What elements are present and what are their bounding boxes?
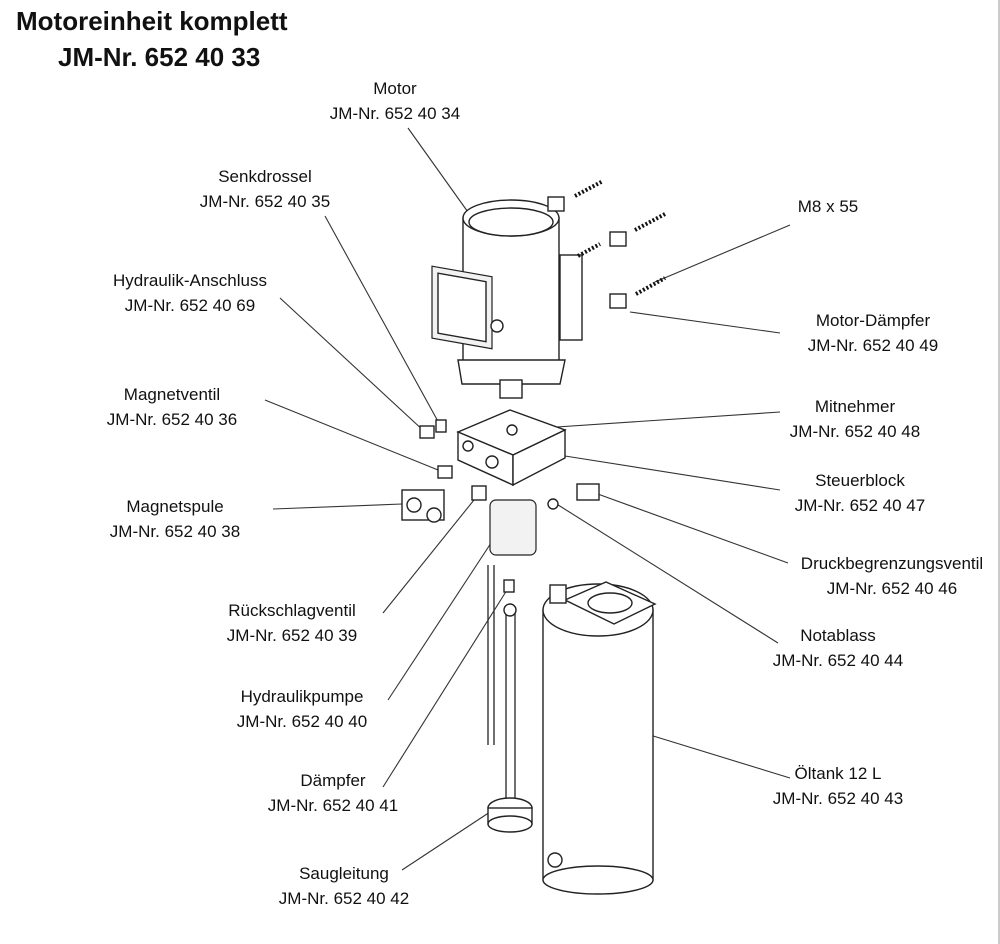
part-name: Notablass [800,626,876,645]
label-mitnehmer: Mitnehmer JM-Nr. 652 40 48 [790,394,920,444]
motor-part [431,199,583,399]
part-number: JM-Nr. 652 40 49 [807,336,939,355]
leader-steuerblock [564,455,781,491]
label-steuerblock: Steuerblock JM-Nr. 652 40 47 [795,468,925,518]
part-number: JM-Nr. 652 40 34 [329,104,461,123]
leader-m8x55 [654,224,791,283]
part-number: JM-Nr. 652 40 41 [267,796,399,815]
leader-oeltank [649,734,791,779]
label-motor-daempfer: Motor-Dämpfer JM-Nr. 652 40 49 [808,308,938,358]
part-name: Steuerblock [815,471,905,490]
leader-magnetspule [272,503,403,510]
label-magnetspule: Magnetspule JM-Nr. 652 40 38 [110,494,240,544]
part-number: JM-Nr. 652 40 44 [772,651,904,670]
part-name: Rückschlagventil [228,601,356,620]
diagram-title: Motoreinheit komplett [16,6,288,36]
label-hydraulikpumpe: Hydraulikpumpe JM-Nr. 652 40 40 [237,684,367,734]
leader-saugleitung [401,811,491,871]
label-oeltank: Öltank 12 L JM-Nr. 652 40 43 [773,761,903,811]
label-motor: Motor JM-Nr. 652 40 34 [330,76,460,126]
label-senkdrossel: Senkdrossel JM-Nr. 652 40 35 [200,164,330,214]
diagram-subtitle: JM-Nr. 652 40 33 [58,42,261,72]
part-name: Druckbegrenzungsventil [800,554,984,573]
steuerblock-part [456,409,567,487]
oeltank-part [542,581,657,895]
label-notablass: Notablass JM-Nr. 652 40 44 [773,623,903,673]
label-daempfer: Dämpfer JM-Nr. 652 40 41 [268,768,398,818]
part-number: JM-Nr. 652 40 42 [278,889,410,908]
leader-motor-daempfer [629,311,781,334]
part-name: Hydraulikpumpe [240,687,364,706]
part-name: Senkdrossel [218,167,312,186]
part-number: JM-Nr. 652 40 39 [226,626,358,645]
part-name: Dämpfer [300,771,366,790]
part-name: Motor [373,79,417,98]
bolts-m8x55 [547,179,666,309]
leader-hydraulikpumpe [387,539,494,701]
leader-magnetventil [264,399,444,473]
part-number: JM-Nr. 652 40 35 [199,192,331,211]
part-number: JM-Nr. 652 40 46 [826,579,958,598]
leader-daempfer [382,589,508,788]
part-name: Hydraulik-Anschluss [113,271,267,290]
label-magnetventil: Magnetventil JM-Nr. 652 40 36 [107,382,237,432]
part-name: Magnetventil [123,385,221,404]
leader-senkdrossel [324,215,441,426]
saugleitung-part [487,565,533,833]
part-name: Öltank 12 L [794,764,882,783]
label-m8x55: M8 x 55 [798,194,858,219]
page-border [998,0,1000,944]
label-druckbegrenzungsventil: Druckbegrenzungsventil JM-Nr. 652 40 46 [801,551,983,601]
part-number: JM-Nr. 652 40 48 [789,422,921,441]
fittings [419,419,600,510]
hydraulikpumpe-part [489,499,537,556]
part-name: M8 x 55 [797,197,859,216]
label-hydraulik-anschluss: Hydraulik-Anschluss JM-Nr. 652 40 69 [113,268,267,318]
part-name: Motor-Dämpfer [815,311,931,330]
leader-hydraulik-anschluss [279,297,426,433]
label-rueckschlagventil: Rückschlagventil JM-Nr. 652 40 39 [227,598,357,648]
leader-lines [264,127,791,871]
part-number: JM-Nr. 652 40 69 [124,296,256,315]
leader-rueckschlagventil [382,494,479,614]
part-number: JM-Nr. 652 40 47 [794,496,926,515]
part-name: Saugleitung [299,864,389,883]
part-number: JM-Nr. 652 40 43 [772,789,904,808]
part-number: JM-Nr. 652 40 40 [236,712,368,731]
leader-notablass [554,502,779,644]
part-number: JM-Nr. 652 40 38 [109,522,241,541]
magnetspule-part [401,489,445,523]
part-name: Magnetspule [126,497,224,516]
part-number: JM-Nr. 652 40 36 [106,410,238,429]
part-name: Mitnehmer [814,397,896,416]
label-saugleitung: Saugleitung JM-Nr. 652 40 42 [279,861,409,911]
leader-druckbegrenzungsventil [594,492,789,564]
